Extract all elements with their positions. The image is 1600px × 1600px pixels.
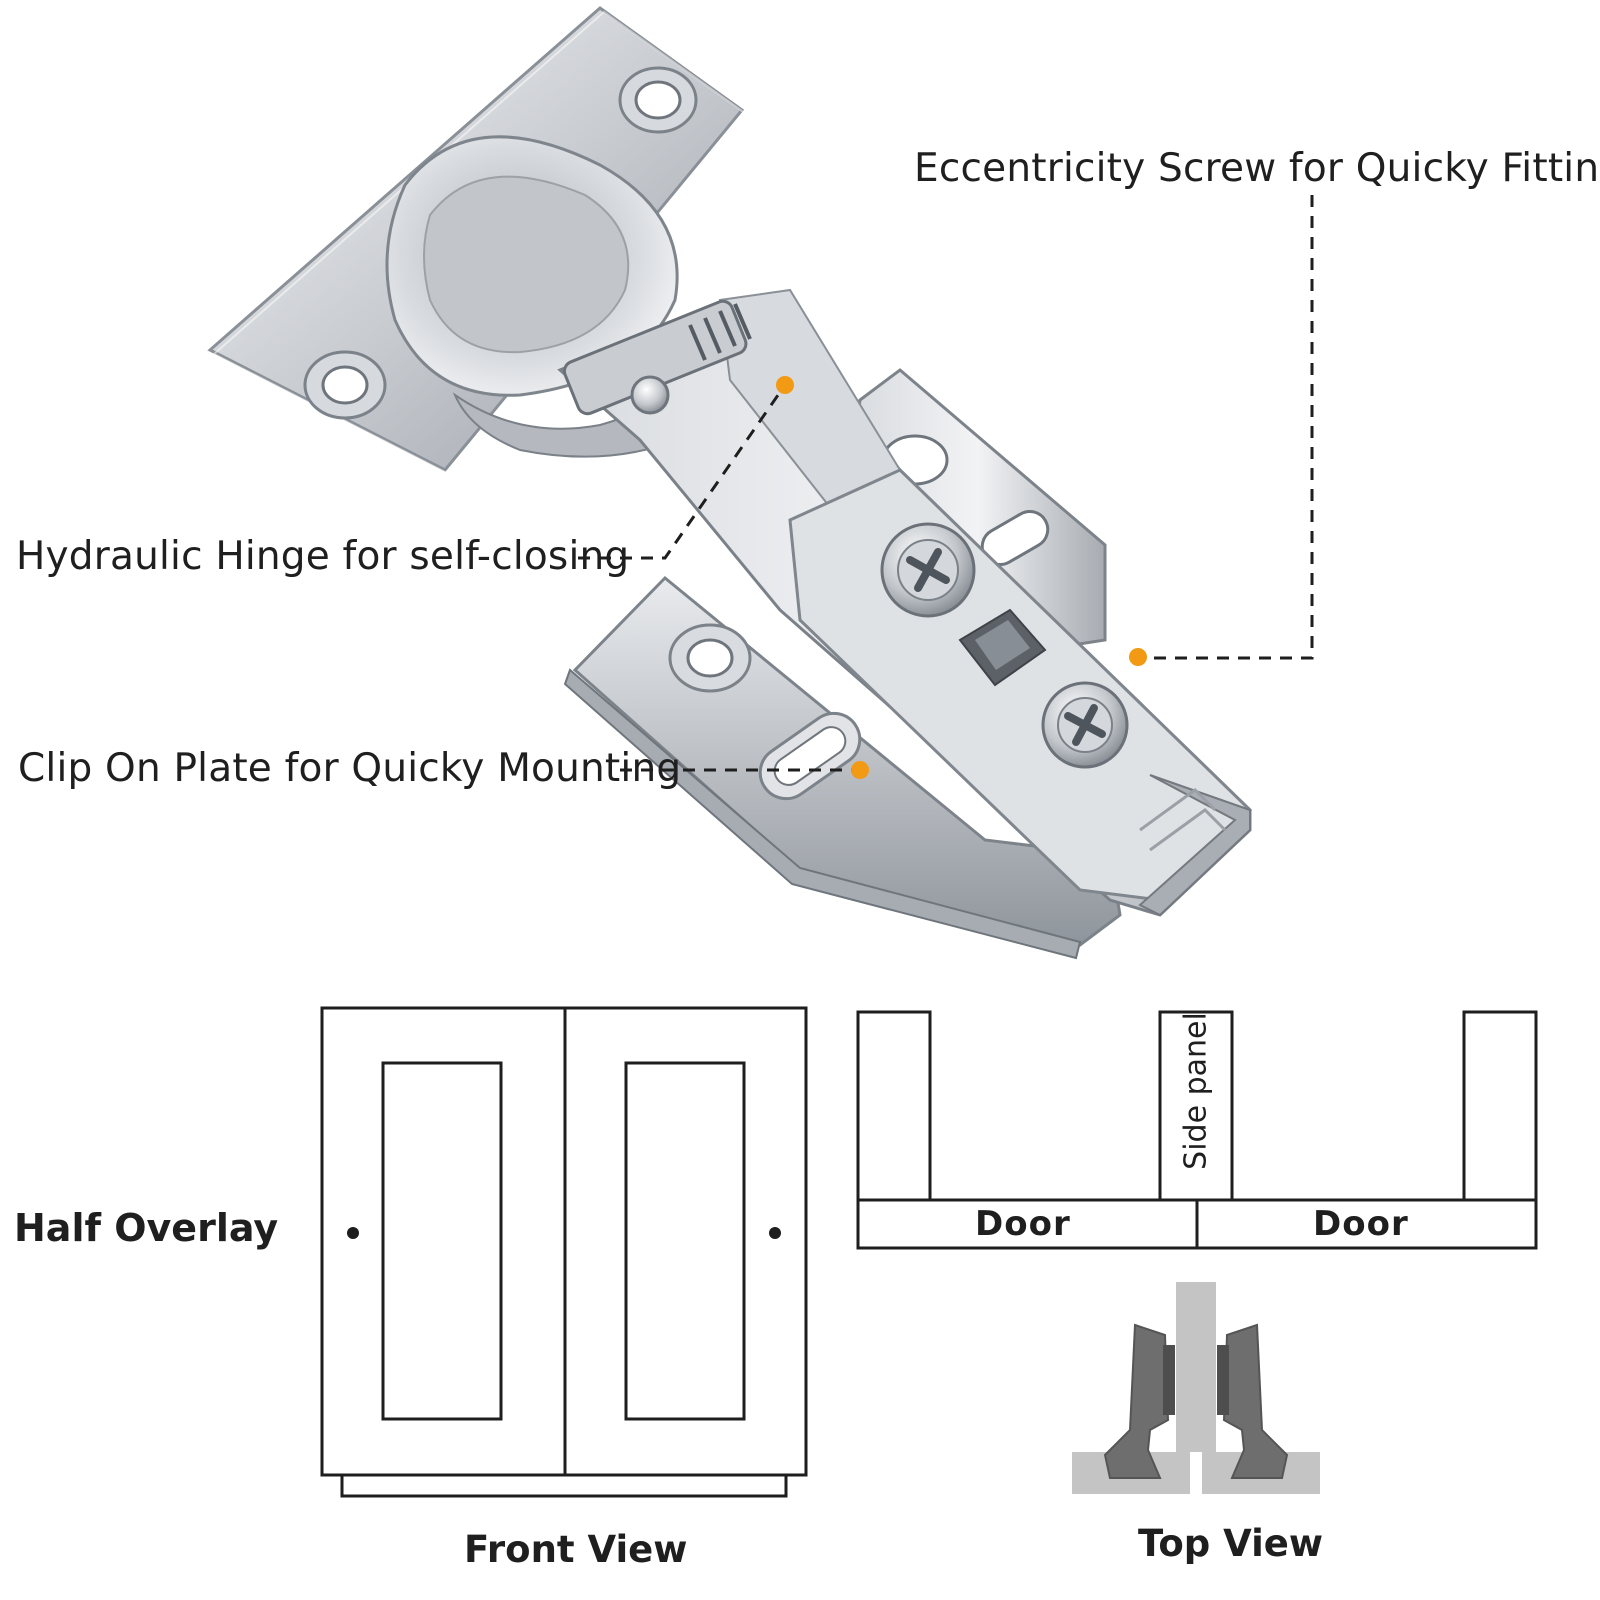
cabinet-base <box>340 1475 788 1498</box>
dot-marker-icon <box>776 376 794 394</box>
front-view-caption: Front View <box>464 1528 688 1571</box>
screw-icon <box>1041 681 1129 769</box>
right-door-knob <box>769 1227 781 1239</box>
left-door-panel <box>381 1061 503 1421</box>
left-door-knob <box>347 1227 359 1239</box>
door-right-label: Door <box>1313 1204 1409 1244</box>
top-view-hinge-section <box>1072 1282 1320 1494</box>
right-side-panel <box>1462 1010 1538 1202</box>
right-door-panel <box>624 1061 746 1421</box>
overlay-type-label: Half Overlay <box>14 1206 279 1250</box>
clip-plate-label: Clip On Plate for Quicky Mounting <box>18 746 682 791</box>
hydraulic-label: Hydraulic Hinge for self-closing <box>16 534 630 579</box>
hinge-clip-plate <box>563 575 1122 960</box>
front-view-diagram <box>320 1006 808 1498</box>
eccentricity-leader <box>1140 195 1314 660</box>
door-right-box <box>1195 1198 1538 1250</box>
dot-marker-icon <box>851 761 869 779</box>
callout-lines <box>578 195 1314 772</box>
hydraulic-leader <box>578 384 787 560</box>
screw-icon <box>880 522 976 618</box>
dot-marker-icon <box>1129 648 1147 666</box>
door-left-label: Door <box>975 1204 1071 1244</box>
left-side-panel <box>856 1010 932 1202</box>
side-panel-label: Side panel <box>1178 1012 1214 1170</box>
hinge-cup-plate <box>207 6 749 476</box>
top-view-caption: Top View <box>1138 1522 1324 1565</box>
eccentricity-label: Eccentricity Screw for Quicky Fitting <box>914 146 1600 191</box>
top-view-layout <box>856 1010 1538 1250</box>
